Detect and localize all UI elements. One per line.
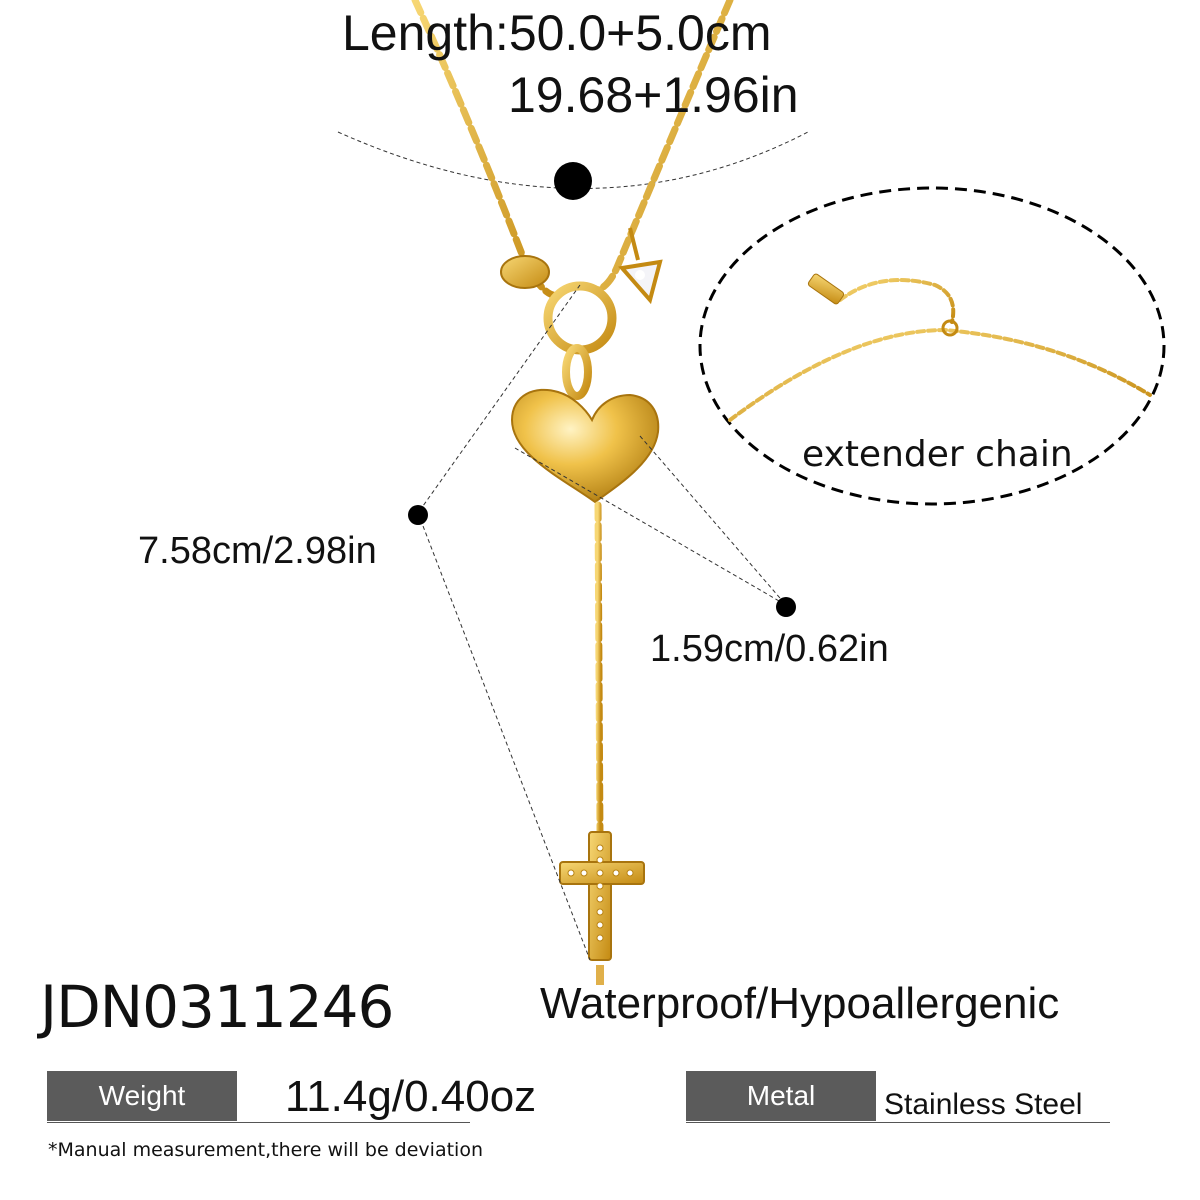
product-code: JDN0311246 — [40, 973, 394, 1041]
chain-tail — [596, 965, 604, 985]
cross-pendant — [559, 831, 645, 961]
heart-size-dot — [776, 597, 796, 617]
measurement-lines — [417, 284, 787, 961]
measurement-disclaimer: *Manual measurement,there will be deviat… — [48, 1139, 483, 1161]
metal-underline — [686, 1122, 1110, 1123]
heart-pendant — [510, 388, 660, 504]
pendant-drop-measurement: 7.58cm/2.98in — [138, 530, 377, 572]
heart-bail — [562, 344, 592, 400]
weight-label-box: Weight — [47, 1071, 237, 1121]
extender-chain-detail — [728, 278, 1152, 422]
pendant-drop-dot — [408, 505, 428, 525]
drop-chain — [594, 501, 604, 844]
heart-size-measurement: 1.59cm/0.62in — [650, 628, 889, 670]
length-imperial: 19.68+1.96in — [508, 67, 799, 123]
metal-label-box: Metal — [686, 1071, 876, 1121]
extender-chain-label: extender chain — [802, 434, 1073, 475]
weight-value: 11.4g/0.40oz — [285, 1072, 537, 1121]
gold-bead — [500, 255, 550, 289]
extender-tab — [807, 273, 845, 305]
neckline-dashed-arc — [337, 131, 809, 189]
metal-value: Stainless Steel — [884, 1088, 1083, 1121]
neckline-dot — [554, 162, 592, 200]
length-metric: Length:50.0+5.0cm — [342, 5, 772, 61]
o-ring — [543, 281, 617, 355]
main-chain — [411, 0, 734, 300]
features-text: Waterproof/Hypoallergenic — [540, 979, 1060, 1028]
lobster-clasp — [941, 319, 959, 337]
extender-callout-circle — [698, 186, 1166, 506]
weight-underline — [47, 1122, 470, 1123]
crystal-charm — [618, 227, 663, 305]
